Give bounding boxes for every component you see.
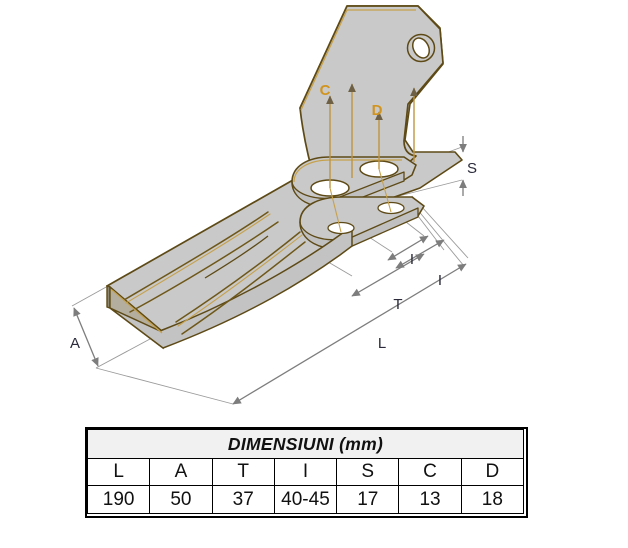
- table-header-row: L A T I S C D: [86, 458, 525, 486]
- value-cell-D: 18: [460, 485, 525, 514]
- dimension-labels: C D S I I T L A: [70, 82, 477, 352]
- header-cell-L: L: [86, 458, 151, 486]
- value-cell-A: 50: [149, 485, 213, 514]
- dimension-lines: [73, 136, 467, 405]
- dim-line-I1: [387, 235, 429, 261]
- label-I1: I: [410, 251, 414, 268]
- table-value-row: 190 50 37 40-45 17 13 18: [86, 485, 525, 514]
- header-cell-C: C: [398, 458, 462, 486]
- lower-prong-holes: [327, 201, 405, 235]
- pivot-hole: [406, 33, 436, 63]
- tooth-adapter-drawing: C D S I I T L A: [70, 5, 477, 405]
- label-A: A: [70, 335, 80, 352]
- table-title: DIMENSIUNI (mm): [87, 429, 524, 459]
- technical-drawing: C D S I I T L A: [70, 5, 477, 405]
- header-cell-I: I: [273, 458, 338, 486]
- label-L: L: [378, 335, 386, 352]
- label-T: T: [393, 296, 402, 313]
- value-cell-L: 190: [86, 485, 151, 514]
- dim-line-I2: [395, 239, 445, 269]
- label-S: S: [467, 160, 477, 177]
- value-cell-T: 37: [211, 485, 275, 514]
- dimensions-table: DIMENSIUNI (mm) L A T I S C D 190 50 37 …: [86, 429, 525, 514]
- header-cell-A: A: [149, 458, 213, 486]
- value-cell-S: 17: [336, 485, 400, 514]
- table-title-row: DIMENSIUNI (mm): [87, 429, 524, 459]
- header-cell-S: S: [336, 458, 400, 486]
- dim-line-A: [73, 307, 99, 367]
- hole-diameter-leaders: [326, 83, 418, 188]
- adapter-body: [106, 5, 463, 350]
- label-D: D: [372, 102, 383, 119]
- value-cell-I: 40-45: [273, 485, 338, 514]
- header-cell-D: D: [460, 458, 525, 486]
- label-I2: I: [438, 272, 442, 289]
- value-cell-C: 13: [398, 485, 462, 514]
- label-C: C: [320, 82, 331, 99]
- header-cell-T: T: [211, 458, 275, 486]
- dimensions-table-container: DIMENSIUNI (mm) L A T I S C D 190 50 37 …: [85, 427, 528, 518]
- dim-line-L: [232, 263, 467, 405]
